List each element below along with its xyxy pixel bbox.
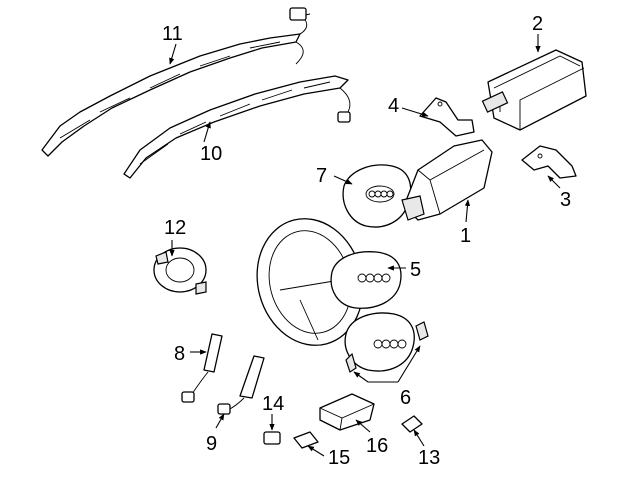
callout-15: 15: [328, 447, 350, 469]
callout-10: 10: [200, 143, 222, 165]
part-13-sensor: [401, 415, 423, 433]
callout-13: 13: [418, 447, 440, 469]
part-8-side-airbag: [181, 333, 223, 403]
part-7-steering-airbag: [342, 164, 412, 228]
part-10-curtain-airbag-right: [123, 75, 351, 179]
callout-labels: 11 10 2 3 4 7 1 12 5 6 8 9 14 15 16 13: [162, 13, 571, 469]
steering-wheel: [256, 218, 364, 346]
part-12-clock-spring: [153, 247, 207, 295]
callout-11: 11: [162, 23, 183, 45]
callout-14: 14: [262, 393, 284, 415]
part-16-control-module: [319, 393, 375, 431]
part-11-curtain-airbag-left: [41, 7, 311, 157]
part-6-steering-airbag-alt: [344, 312, 429, 373]
callout-7: 7: [316, 165, 327, 187]
part-2-passenger-airbag: [481, 49, 587, 131]
callout-5: 5: [410, 259, 421, 281]
callout-16: 16: [366, 435, 388, 457]
callout-2: 2: [532, 13, 543, 35]
part-4-bracket: [419, 97, 475, 137]
part-3-bracket: [521, 145, 577, 179]
callout-12: 12: [164, 217, 186, 239]
callout-1: 1: [460, 225, 471, 247]
leader-lines: [169, 34, 561, 457]
part-5-driver-airbag: [330, 251, 402, 309]
part-14-sensor: [263, 431, 281, 445]
callout-9: 9: [206, 433, 217, 455]
callout-6: 6: [400, 387, 411, 409]
part-15-sensor: [293, 431, 319, 449]
part-1-knee-airbag: [401, 139, 493, 221]
callout-8: 8: [174, 343, 185, 365]
part-9-side-airbag: [217, 355, 265, 415]
callout-4: 4: [388, 95, 399, 117]
callout-3: 3: [560, 189, 571, 211]
